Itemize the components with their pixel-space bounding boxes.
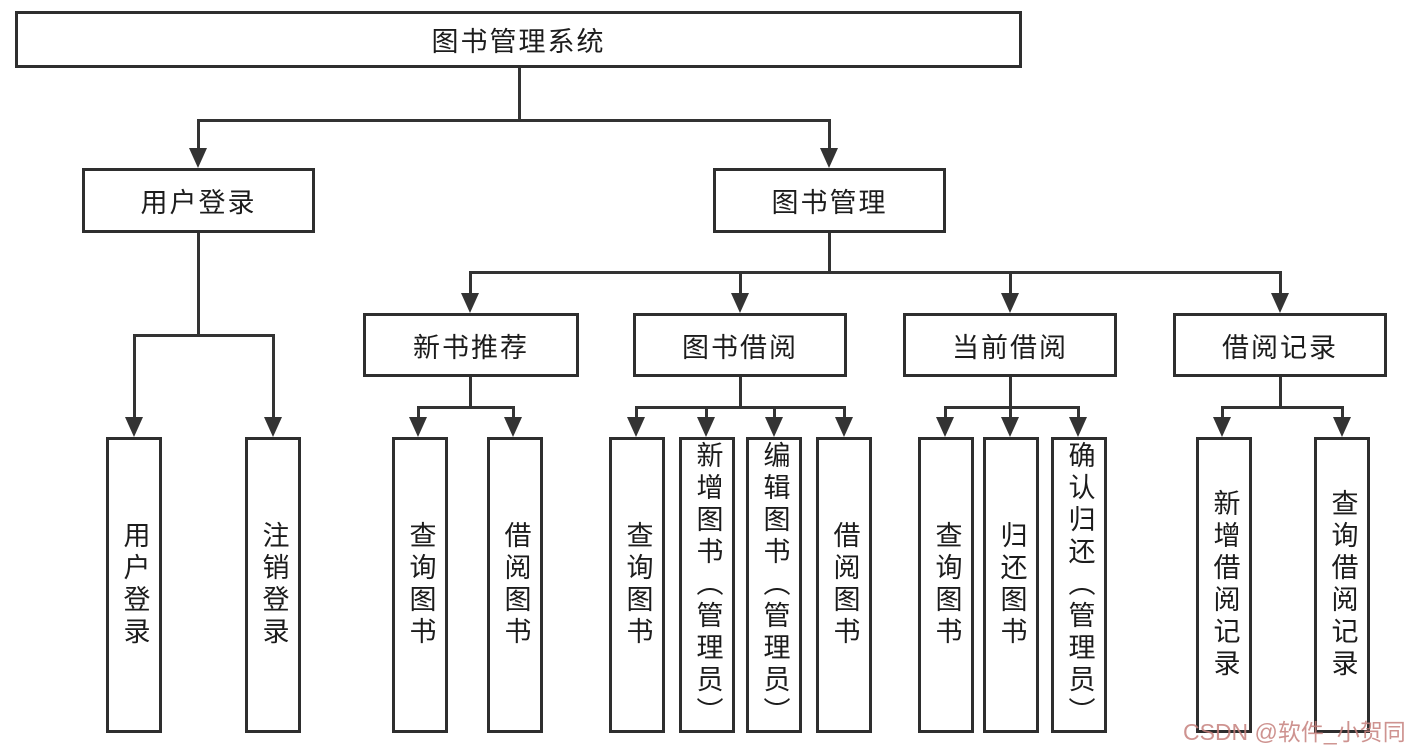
node-label: 查询图书 [931, 521, 962, 649]
node-label: 当前借阅 [952, 332, 1068, 363]
node-new-book-recommendation: 新书推荐 [363, 313, 579, 377]
node-return-books: 归还图书 [983, 437, 1039, 733]
node-user-login: 用户登录 [82, 168, 315, 233]
connector-root-rail [197, 119, 831, 122]
connector-to-borrow-records [1279, 271, 1282, 296]
connector-leaf-stem [773, 406, 776, 420]
node-label: 编辑图书（管理员） [759, 441, 790, 729]
arrowhead-down-icon [189, 148, 207, 168]
node-query-books-current: 查询图书 [918, 437, 974, 733]
arrowhead-down-icon [731, 293, 749, 313]
arrowhead-down-icon [125, 417, 143, 437]
connector-current-borrow-stem [1009, 377, 1012, 409]
node-label: 借阅记录 [1222, 332, 1338, 363]
connector-new-book-rail [417, 406, 514, 409]
node-label: 借阅图书 [829, 521, 860, 649]
node-logout: 注销登录 [245, 437, 301, 733]
connector-book-borrow-stem [739, 377, 742, 409]
connector-to-user-login-action [133, 334, 136, 419]
connector-to-logout [272, 334, 275, 419]
arrowhead-down-icon [409, 417, 427, 437]
connector-records-stem [1279, 377, 1282, 409]
node-label: 图书管理 [771, 188, 888, 218]
node-label: 用户登录 [140, 188, 257, 218]
node-borrowing-records: 借阅记录 [1173, 313, 1387, 377]
arrowhead-down-icon [461, 293, 479, 313]
arrowhead-down-icon [264, 417, 282, 437]
node-label: 用户登录 [119, 521, 150, 649]
arrowhead-down-icon [697, 417, 715, 437]
connector-book-mgmt-stem [828, 233, 831, 274]
node-borrow-books: 借阅图书 [816, 437, 872, 733]
node-label: 新书推荐 [413, 332, 529, 363]
connector-book-borrow-rail [635, 406, 845, 409]
arrowhead-down-icon [1069, 417, 1087, 437]
connector-to-new-book [469, 271, 472, 296]
arrowhead-down-icon [1271, 293, 1289, 313]
node-label: 注销登录 [258, 521, 289, 649]
connector-leaf-stem [417, 406, 420, 420]
node-book-management: 图书管理 [713, 168, 946, 233]
connector-leaf-stem [1077, 406, 1080, 420]
node-label: 查询图书 [622, 521, 653, 649]
node-book-borrowing: 图书借阅 [633, 313, 847, 377]
node-label: 借阅图书 [500, 521, 531, 649]
node-label: 新增图书（管理员） [692, 441, 723, 729]
node-label: 新增借阅记录 [1209, 489, 1240, 681]
node-current-borrowing: 当前借阅 [903, 313, 1117, 377]
connector-user-login-stem [197, 233, 200, 336]
connector-root-stem [518, 68, 521, 120]
connector-leaf-stem [705, 406, 708, 420]
connector-leaf-stem [512, 406, 515, 420]
connector-leaf-stem [843, 406, 846, 420]
connector-to-user-login [197, 119, 200, 150]
connector-book-mgmt-rail [469, 271, 1281, 274]
arrowhead-down-icon [1213, 417, 1231, 437]
connector-leaf-stem [1341, 406, 1344, 420]
node-add-books-admin: 新增图书（管理员） [679, 437, 735, 733]
node-label: 图书借阅 [682, 332, 798, 363]
node-user-login-action: 用户登录 [106, 437, 162, 733]
connector-records-rail [1221, 406, 1343, 409]
node-label: 归还图书 [996, 521, 1027, 649]
arrowhead-down-icon [1001, 417, 1019, 437]
arrowhead-down-icon [936, 417, 954, 437]
connector-to-book-borrow [739, 271, 742, 296]
node-edit-books-admin: 编辑图书（管理员） [746, 437, 802, 733]
connector-leaf-stem [1221, 406, 1224, 420]
connector-to-current-borrow [1009, 271, 1012, 296]
csdn-watermark: CSDN @软件_小贺同学 [1183, 719, 1405, 745]
arrowhead-down-icon [504, 417, 522, 437]
node-library-management-system: 图书管理系统 [15, 11, 1022, 68]
node-confirm-return-admin: 确认归还（管理员） [1051, 437, 1107, 733]
arrowhead-down-icon [835, 417, 853, 437]
connector-to-book-management [828, 119, 831, 150]
arrowhead-down-icon [1001, 293, 1019, 313]
node-label: 确认归还（管理员） [1064, 441, 1095, 729]
node-query-books-borrow: 查询图书 [609, 437, 665, 733]
node-query-borrow-record: 查询借阅记录 [1314, 437, 1370, 733]
arrowhead-down-icon [820, 148, 838, 168]
node-borrow-books-recommend: 借阅图书 [487, 437, 543, 733]
connector-leaf-stem [944, 406, 947, 420]
arrowhead-down-icon [1333, 417, 1351, 437]
node-query-books-recommend: 查询图书 [392, 437, 448, 733]
node-label: 查询借阅记录 [1327, 489, 1358, 681]
node-add-borrow-record: 新增借阅记录 [1196, 437, 1252, 733]
connector-leaf-stem [635, 406, 638, 420]
node-label: 查询图书 [405, 521, 436, 649]
connector-leaf-stem [1009, 406, 1012, 420]
arrowhead-down-icon [627, 417, 645, 437]
arrowhead-down-icon [765, 417, 783, 437]
connector-new-book-stem [469, 377, 472, 409]
node-label: 图书管理系统 [431, 27, 606, 57]
connector-user-login-rail [133, 334, 275, 337]
connector-current-borrow-rail [944, 406, 1080, 409]
